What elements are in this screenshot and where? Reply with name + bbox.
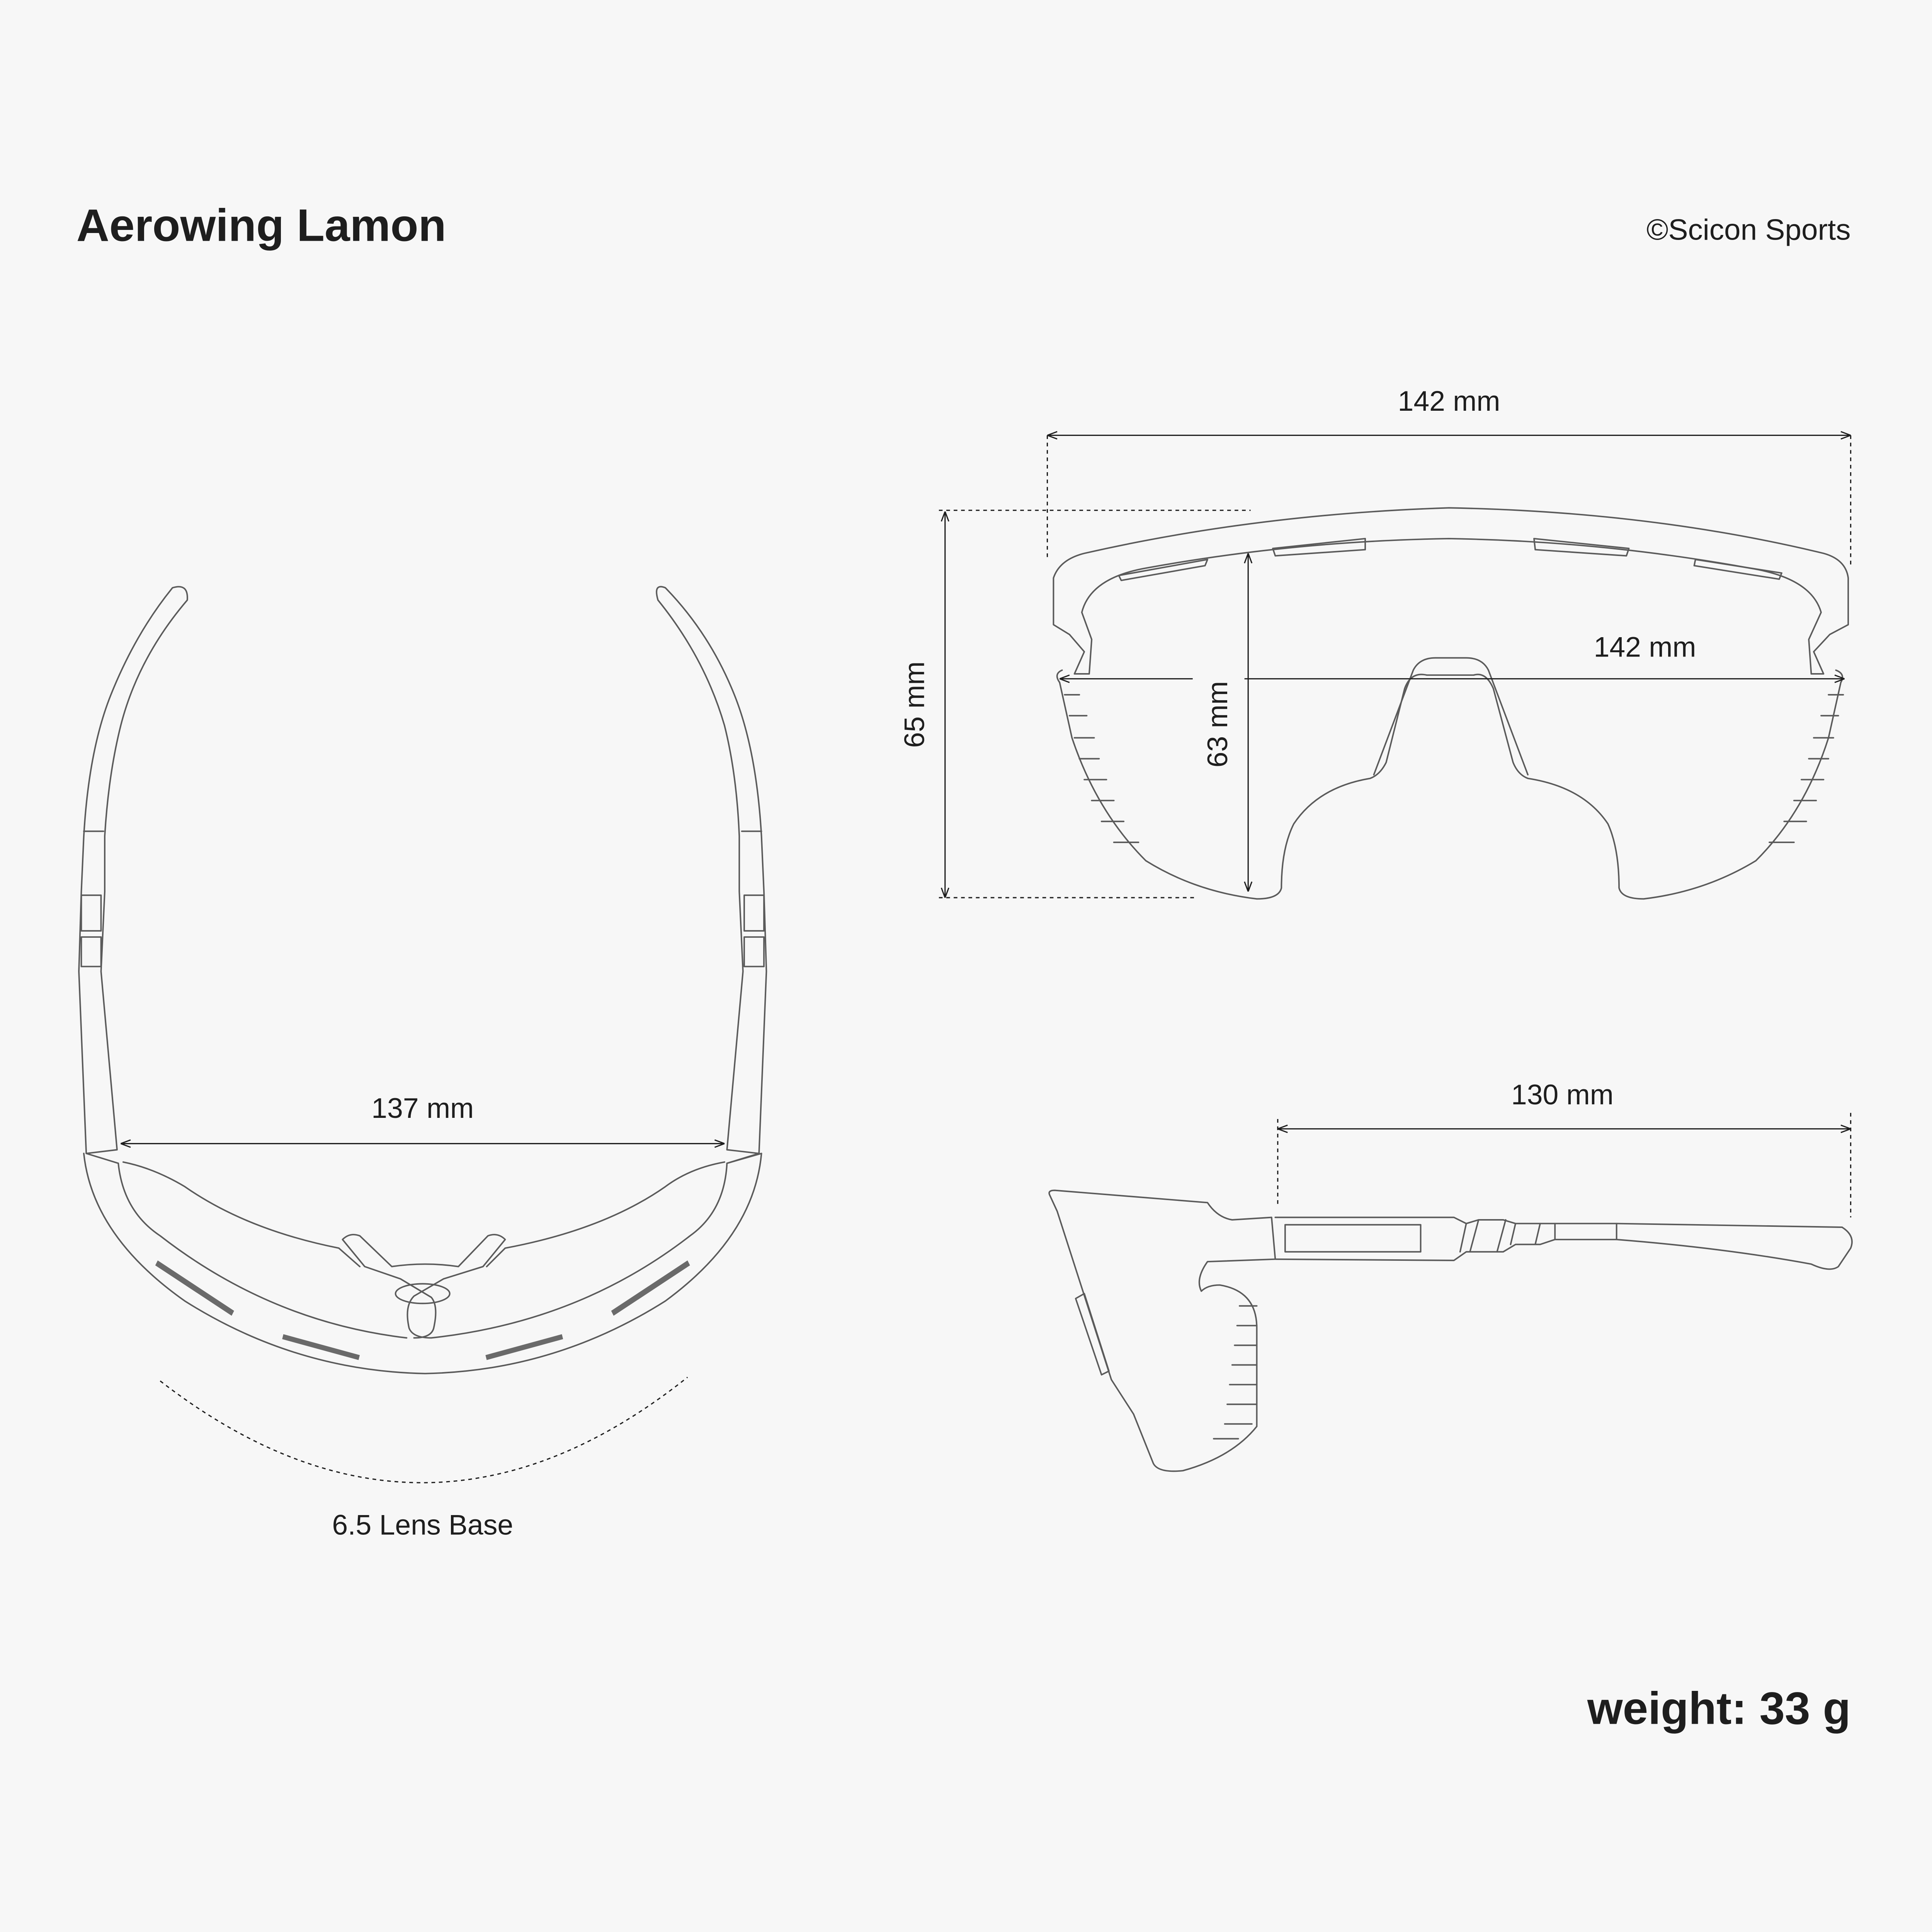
front-view-drawing: 142 mm 142 mm 65 mm 63 mm bbox=[899, 385, 1852, 900]
nose-bridge bbox=[395, 1283, 451, 1304]
copyright-label: ©Scicon Sports bbox=[1646, 214, 1850, 247]
left-temple-segments bbox=[80, 830, 104, 968]
lens-vents-right bbox=[1769, 694, 1844, 843]
product-title: Aerowing Lamon bbox=[77, 200, 446, 251]
frame-inner-outline bbox=[85, 1153, 760, 1339]
side-temple bbox=[1274, 1216, 1853, 1270]
temple-length-dimension-line bbox=[1277, 1124, 1851, 1133]
temple-insert bbox=[1284, 1224, 1422, 1253]
top-bar-vents bbox=[1118, 537, 1782, 582]
frame-width-label: 142 mm bbox=[1398, 385, 1500, 417]
left-temple bbox=[78, 586, 188, 1154]
frame-height-dimension-line bbox=[940, 511, 949, 898]
top-view-drawing: 137 mm 6.5 Lens Base bbox=[78, 586, 767, 1541]
temple-spread-dimension-line bbox=[120, 1139, 725, 1148]
side-view-drawing: 130 mm bbox=[1048, 1079, 1853, 1472]
weight-label: weight: 33 g bbox=[1587, 1683, 1851, 1734]
nose-pad bbox=[1373, 657, 1529, 776]
lens-base-label: 6.5 Lens Base bbox=[332, 1509, 513, 1541]
side-frame bbox=[1048, 1189, 1276, 1472]
side-lens-vent bbox=[1075, 1293, 1110, 1376]
lens-width-dimension-line bbox=[1059, 674, 1845, 683]
lens-base-arc bbox=[160, 1377, 688, 1483]
frame-height-label: 65 mm bbox=[899, 662, 930, 748]
frame-width-dimension-line bbox=[1047, 431, 1851, 440]
lens-width-label: 142 mm bbox=[1594, 631, 1696, 663]
side-vents bbox=[1213, 1305, 1258, 1440]
lens-height-dimension-line bbox=[1244, 553, 1253, 892]
front-lens bbox=[1056, 669, 1844, 900]
lens-height-label: 63 mm bbox=[1202, 681, 1233, 768]
temple-segments bbox=[1459, 1219, 1617, 1253]
temple-length-extension-lines bbox=[1277, 1113, 1852, 1218]
frame-height-extension-lines bbox=[939, 510, 1251, 898]
temple-spread-label: 137 mm bbox=[371, 1092, 474, 1124]
right-temple bbox=[656, 586, 767, 1154]
frame-top-outline bbox=[83, 1153, 762, 1374]
frame-width-extension-lines bbox=[1046, 435, 1852, 568]
lens-inner-edge bbox=[122, 1161, 725, 1267]
right-temple-segments bbox=[741, 830, 765, 968]
lens-vents-left bbox=[1064, 694, 1139, 843]
front-frame bbox=[1053, 507, 1849, 675]
temple-length-label: 130 mm bbox=[1511, 1079, 1614, 1111]
